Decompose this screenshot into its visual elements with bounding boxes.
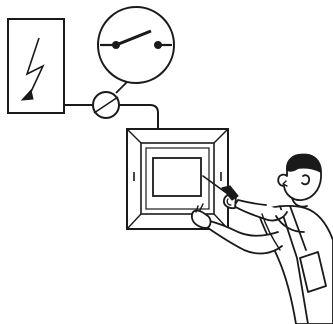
lightning-bolt-icon — [20, 37, 45, 101]
wall-panel-icon — [126, 128, 229, 230]
switch-icon — [92, 91, 120, 119]
power-source-box — [7, 18, 65, 114]
technician-with-screwdriver-icon — [191, 153, 333, 324]
supply-wire — [64, 104, 159, 129]
open-switch-icon — [97, 6, 175, 84]
